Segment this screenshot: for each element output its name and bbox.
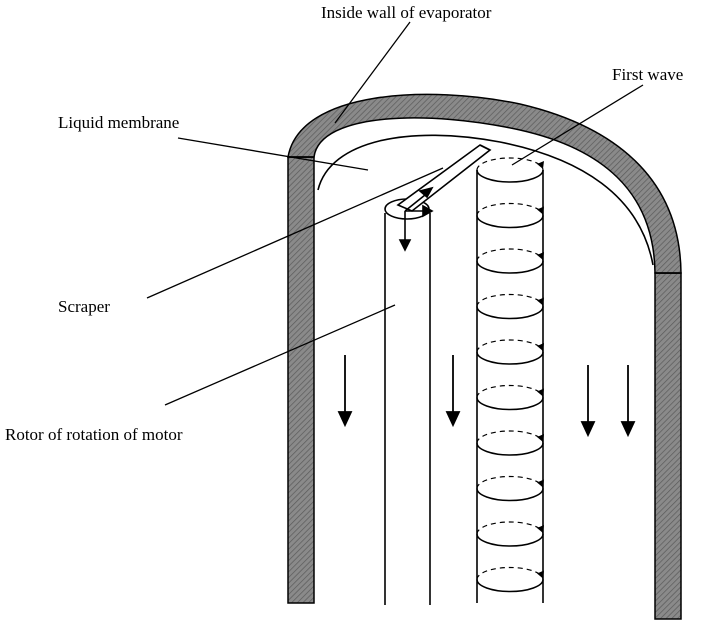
leader-first-wave bbox=[511, 84, 644, 166]
helix-arrowhead bbox=[537, 388, 544, 397]
helix-arrowhead bbox=[537, 161, 544, 169]
helix-loop-front bbox=[476, 488, 544, 502]
helix-loop-back bbox=[476, 384, 544, 398]
helix-loop-back bbox=[476, 339, 544, 353]
evaporator-wall-left bbox=[287, 156, 315, 604]
helix-loop-front bbox=[476, 397, 544, 411]
helix-arrowhead bbox=[537, 206, 544, 215]
helix-loop-front bbox=[476, 351, 544, 365]
helix-arrowhead bbox=[537, 479, 544, 488]
helix-loop-back bbox=[476, 248, 544, 262]
flow-arrow-left bbox=[337, 355, 353, 428]
helix-loop-front bbox=[476, 306, 544, 320]
flow-arrow-right-2 bbox=[620, 365, 636, 438]
helix-loop-front bbox=[476, 442, 544, 456]
rotor-shaft bbox=[384, 198, 431, 605]
flow-arrow-right-1 bbox=[580, 365, 596, 438]
rotation-arrows bbox=[398, 186, 434, 252]
evaporator-wall-right bbox=[654, 272, 682, 620]
helix-arrowhead bbox=[537, 570, 544, 579]
helix-loop-back bbox=[476, 157, 544, 171]
liquid-membrane bbox=[317, 134, 654, 266]
leader-inside-wall bbox=[334, 21, 411, 124]
helix-loop-back bbox=[476, 202, 544, 216]
helix-arrowhead bbox=[537, 525, 544, 533]
helix-loop-front bbox=[476, 533, 544, 547]
helix-arrowhead bbox=[537, 343, 544, 351]
label-first-wave: First wave bbox=[612, 65, 684, 84]
helix-arrowhead bbox=[537, 434, 544, 442]
helix-loop-front bbox=[476, 260, 544, 274]
helix-loop-back bbox=[476, 293, 544, 307]
helix-loop-front bbox=[476, 169, 544, 183]
helix-loop-front bbox=[476, 579, 544, 593]
helix-loop-back bbox=[476, 566, 544, 580]
helix-arrowhead bbox=[537, 252, 544, 260]
helix-loop-back bbox=[476, 521, 544, 535]
evaporator-wall-arch bbox=[287, 93, 682, 274]
label-rotor: Rotor of rotation of motor bbox=[5, 425, 183, 444]
helix-loop-back bbox=[476, 475, 544, 489]
label-inside-wall: Inside wall of evaporator bbox=[321, 3, 492, 22]
leader-scraper bbox=[146, 167, 444, 299]
helix-loop-back bbox=[476, 430, 544, 444]
leader-liquid-membrane bbox=[177, 137, 369, 171]
leader-rotor bbox=[164, 304, 396, 406]
flow-arrow-middle bbox=[445, 355, 461, 428]
label-liquid-membrane: Liquid membrane bbox=[58, 113, 180, 132]
leader-lines bbox=[146, 21, 644, 406]
label-scraper: Scraper bbox=[58, 297, 110, 316]
first-wave-helix bbox=[476, 157, 544, 603]
helix-arrowhead bbox=[537, 297, 544, 306]
helix-loop-front bbox=[476, 215, 544, 229]
flow-arrows bbox=[337, 355, 636, 438]
